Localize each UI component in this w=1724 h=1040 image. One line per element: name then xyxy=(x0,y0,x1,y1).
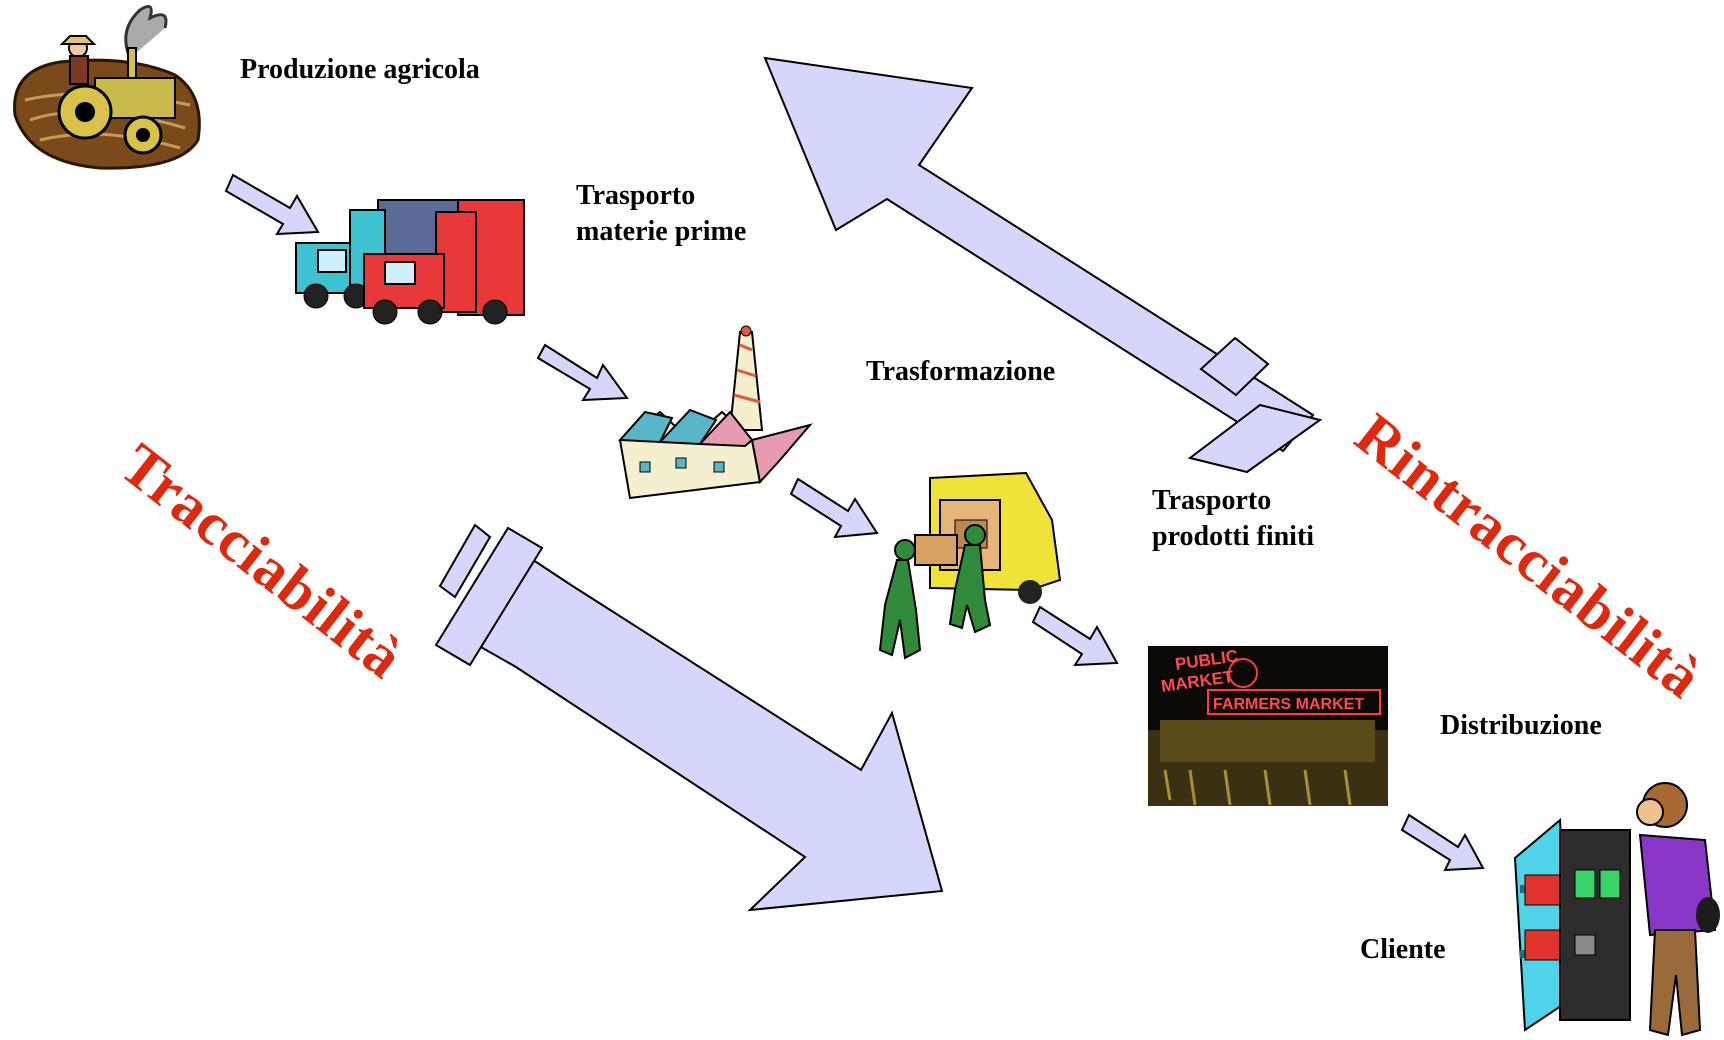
step-arrow-2 xyxy=(536,343,629,402)
label-trasporto-materie-prime: Trasporto materie prime xyxy=(576,180,747,247)
label-trasformazione: Trasformazione xyxy=(866,356,1056,387)
backward-big-arrow xyxy=(763,56,1323,474)
forward-big-arrow xyxy=(434,523,944,912)
label-distribuzione: Distribuzione xyxy=(1440,710,1602,741)
label-produzione-agricola: Produzione agricola xyxy=(240,54,480,85)
factory-icon xyxy=(617,325,813,500)
shopper-icon xyxy=(1513,782,1720,1037)
trucks-icon xyxy=(295,199,525,325)
tractor-icon xyxy=(13,4,201,170)
market-photo: PUBLIC MARKET FARMERS MARKET xyxy=(1148,646,1388,806)
label-cliente: Cliente xyxy=(1360,934,1446,965)
market-sign-farmers: FARMERS MARKET xyxy=(1213,696,1364,713)
step-arrow-4 xyxy=(1031,605,1119,667)
step-arrow-1 xyxy=(224,173,320,236)
step-arrow-5 xyxy=(1400,813,1485,872)
label-trasporto-prodotti-finiti: Trasporto prodotti finiti xyxy=(1152,485,1315,552)
delivery-van-icon xyxy=(878,471,1062,660)
step-arrow-3 xyxy=(789,477,879,539)
